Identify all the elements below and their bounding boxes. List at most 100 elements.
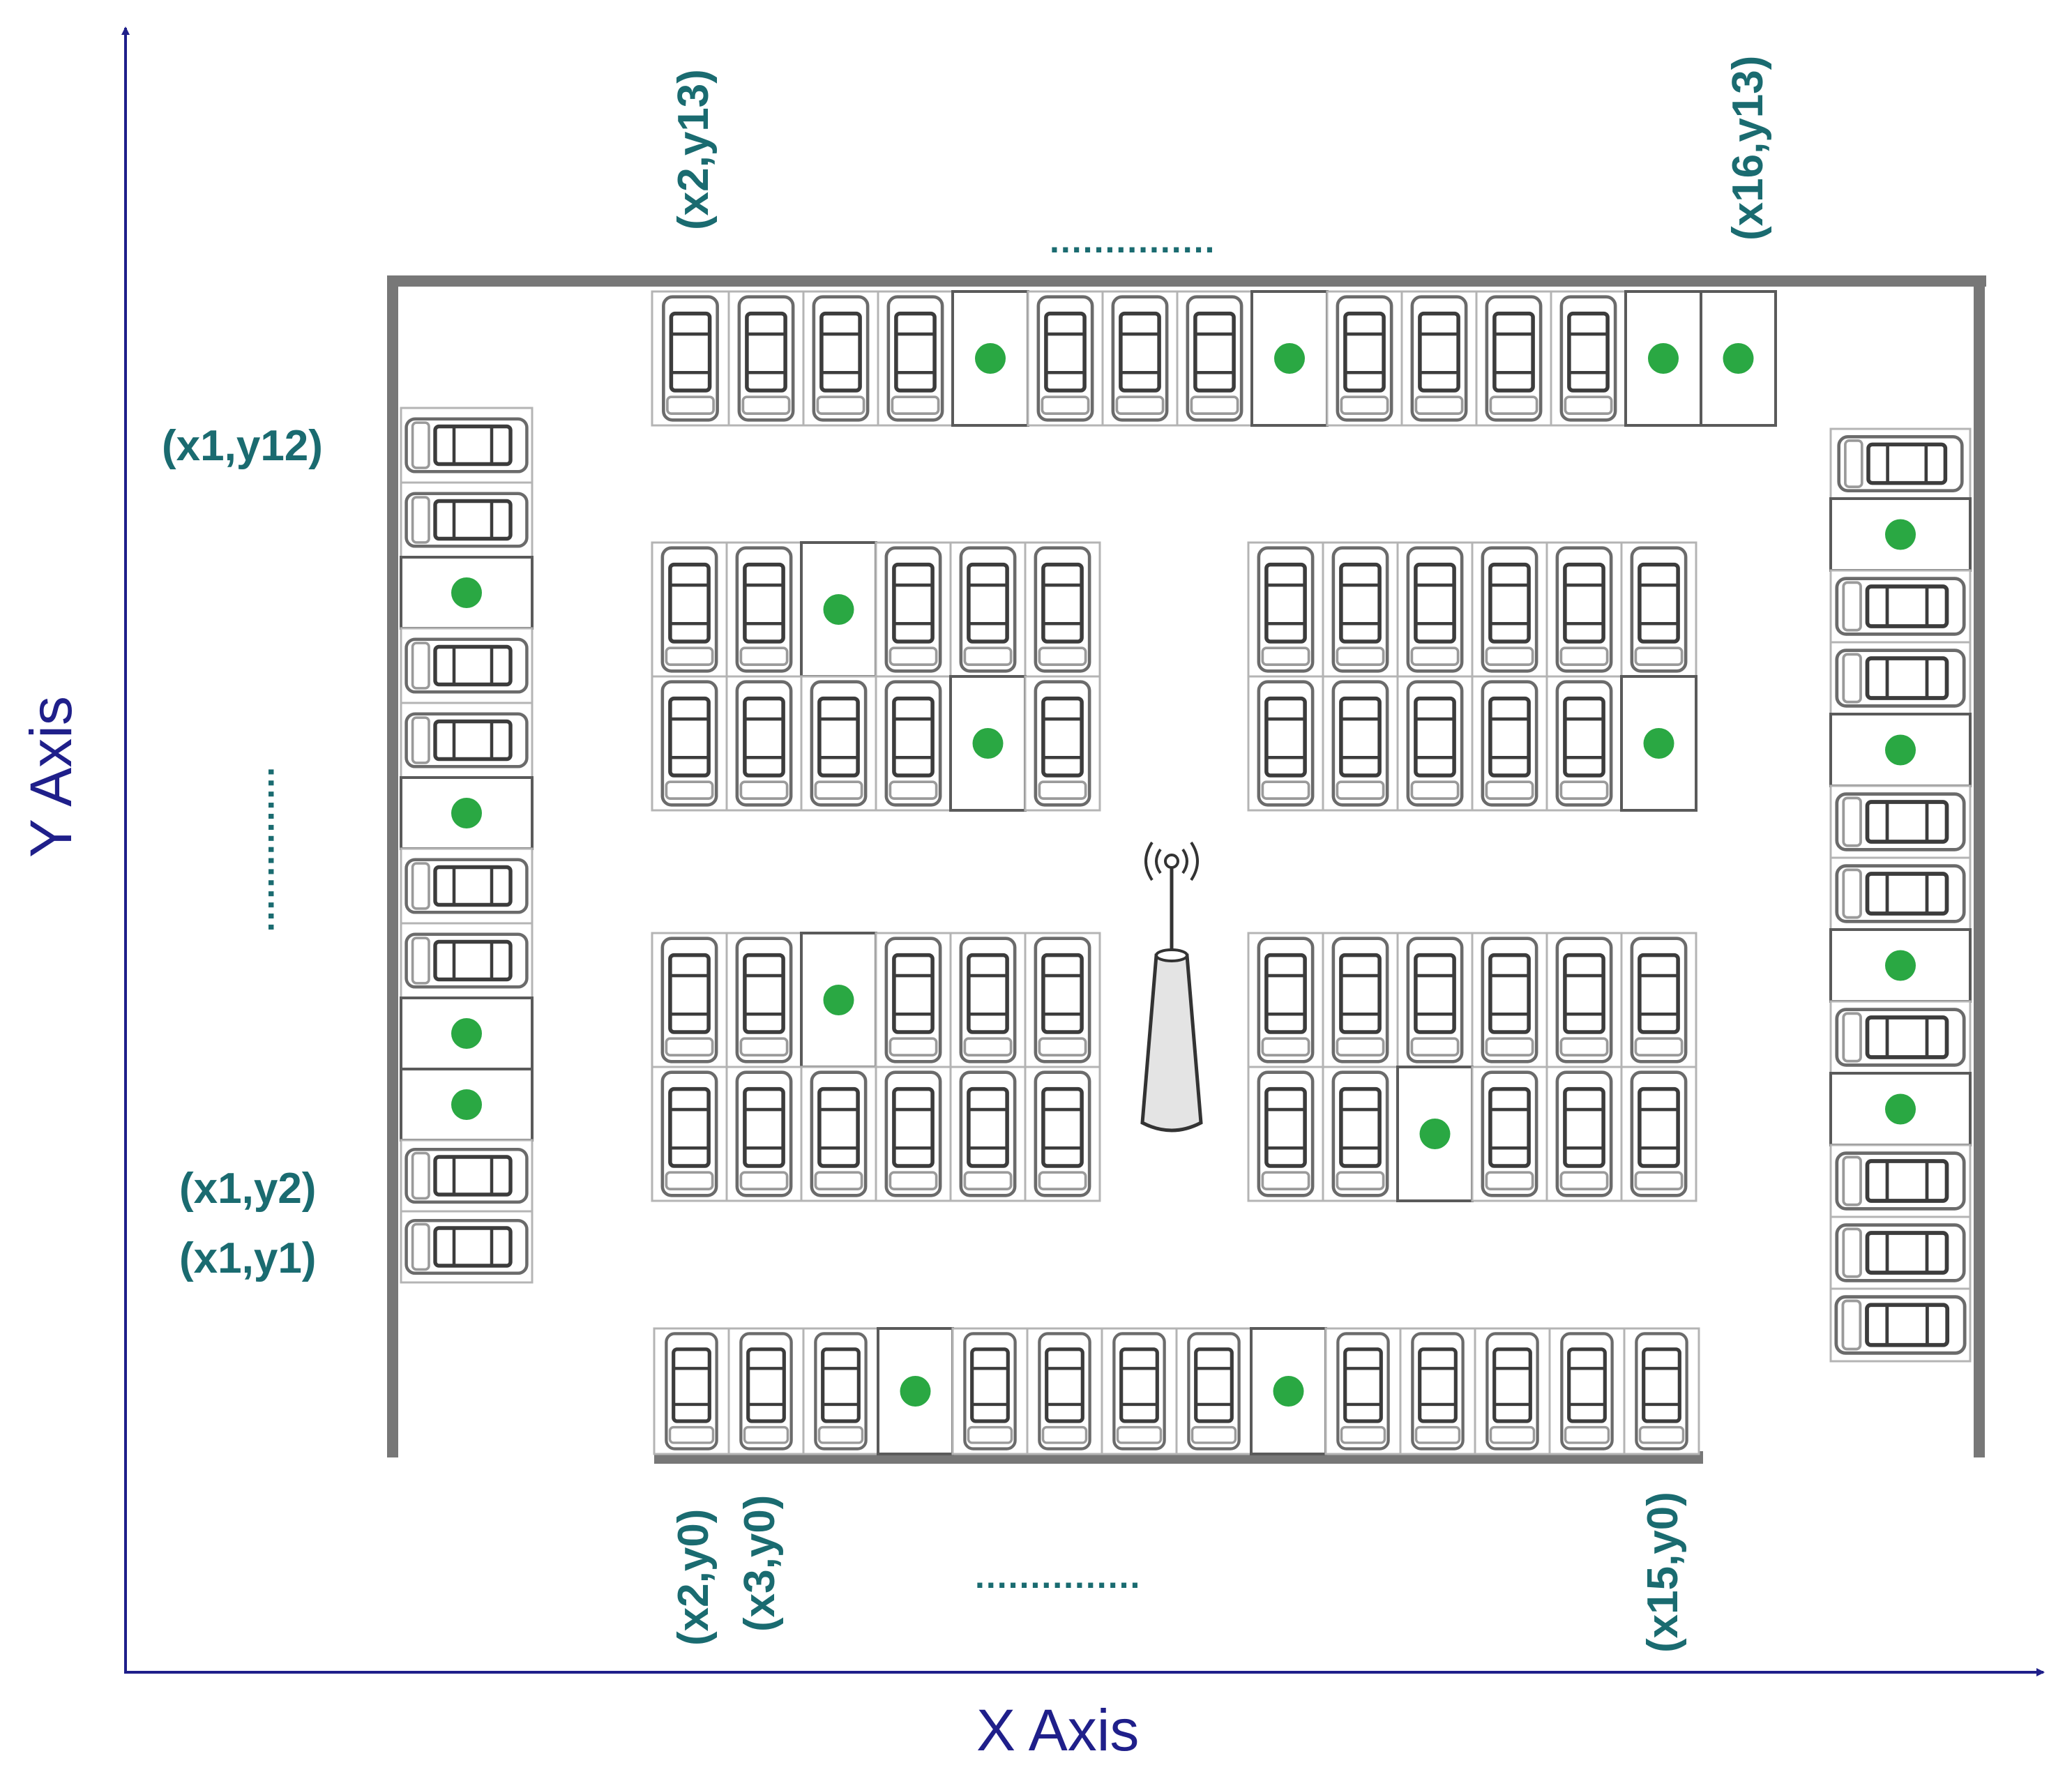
car-icon xyxy=(741,1333,791,1448)
label-x1-y12: (x1,y12) xyxy=(162,422,323,470)
ellipsis-top: ............... xyxy=(1050,221,1216,260)
car-icon xyxy=(1557,548,1611,672)
car-icon xyxy=(961,548,1015,672)
vacant-spot-dot xyxy=(451,577,482,608)
car-icon xyxy=(1188,297,1241,421)
ellipsis-bottom: ............... xyxy=(975,1556,1141,1596)
car-icon xyxy=(1114,1333,1164,1448)
bottom-left-parking-block xyxy=(651,932,1101,1202)
vacant-spot-dot xyxy=(1885,950,1916,981)
ellipsis-left: ............... xyxy=(261,767,300,933)
car-icon xyxy=(1837,579,1964,635)
car-icon xyxy=(737,548,791,672)
car-icon xyxy=(1036,939,1089,1062)
antenna-tower-icon xyxy=(1140,841,1203,1133)
car-icon xyxy=(1632,939,1686,1062)
bottom-right-parking-block xyxy=(1247,932,1697,1202)
car-icon xyxy=(1632,548,1686,672)
car-icon xyxy=(1483,682,1536,805)
car-icon xyxy=(663,682,716,805)
car-icon xyxy=(961,1073,1015,1196)
car-icon xyxy=(1039,1333,1089,1448)
car-icon xyxy=(1837,866,1964,922)
vacant-spot-dot xyxy=(451,1018,482,1049)
car-icon xyxy=(737,939,791,1062)
vacant-spot-dot xyxy=(1643,728,1674,759)
vacant-spot-dot xyxy=(972,728,1004,759)
vacant-spot-dot xyxy=(1648,343,1679,374)
car-icon xyxy=(961,939,1015,1062)
vacant-spot-dot xyxy=(1273,1376,1304,1407)
car-icon xyxy=(1557,682,1611,805)
right-parking-column xyxy=(1829,427,1972,1363)
car-icon xyxy=(1483,939,1536,1062)
car-icon xyxy=(407,639,527,692)
y-axis-label: Y Axis xyxy=(18,696,84,858)
car-icon xyxy=(1333,1073,1387,1196)
car-icon xyxy=(407,934,527,987)
vacant-spot-dot xyxy=(823,985,854,1015)
car-icon xyxy=(1038,297,1092,421)
car-icon xyxy=(407,714,527,767)
car-icon xyxy=(1259,682,1313,805)
car-icon xyxy=(1338,297,1391,421)
car-icon xyxy=(1333,548,1387,672)
car-icon xyxy=(1408,682,1462,805)
vacant-spot-dot xyxy=(1419,1119,1451,1149)
car-icon xyxy=(812,682,865,805)
vacant-spot-dot xyxy=(1885,734,1916,766)
car-icon xyxy=(1561,1333,1612,1448)
car-icon xyxy=(965,1333,1015,1448)
label-x2-y0: (x2,y0) xyxy=(670,1509,718,1646)
x-axis-label: X Axis xyxy=(976,1697,1139,1763)
car-icon xyxy=(1113,297,1167,421)
vacant-spot-dot xyxy=(1274,343,1305,374)
car-icon xyxy=(1259,939,1313,1062)
bottom-parking-row xyxy=(653,1327,1700,1455)
car-icon xyxy=(1561,297,1615,421)
vacant-spot-dot xyxy=(900,1376,931,1407)
car-icon xyxy=(1632,1073,1686,1196)
left-parking-column xyxy=(400,407,534,1284)
car-icon xyxy=(739,297,793,421)
vacant-spot-dot xyxy=(451,1089,482,1120)
car-icon xyxy=(1259,1073,1313,1196)
car-icon xyxy=(1483,548,1536,672)
label-x2-y13: (x2,y13) xyxy=(670,69,718,230)
car-icon xyxy=(663,297,717,421)
car-icon xyxy=(814,297,868,421)
car-icon xyxy=(1333,939,1387,1062)
car-icon xyxy=(1259,548,1313,672)
car-icon xyxy=(1487,1333,1537,1448)
car-icon xyxy=(1487,297,1541,421)
car-icon xyxy=(1412,297,1466,421)
top-parking-row xyxy=(651,290,1777,427)
car-icon xyxy=(1036,1073,1089,1196)
car-icon xyxy=(1036,548,1089,672)
car-icon xyxy=(1557,939,1611,1062)
vacant-spot-dot xyxy=(1885,1093,1916,1125)
car-icon xyxy=(1837,651,1964,706)
car-icon xyxy=(407,1149,527,1202)
car-icon xyxy=(1333,682,1387,805)
car-icon xyxy=(886,1073,940,1196)
car-icon xyxy=(663,939,716,1062)
car-icon xyxy=(663,548,716,672)
top-left-parking-block xyxy=(651,541,1101,812)
label-x16-y13: (x16,y13) xyxy=(1724,56,1772,241)
label-x3-y0: (x3,y0) xyxy=(736,1495,784,1632)
car-icon xyxy=(1839,437,1963,490)
label-x1-y2: (x1,y2) xyxy=(179,1165,316,1213)
vacant-spot-dot xyxy=(823,594,854,625)
car-icon xyxy=(663,1073,716,1196)
car-icon xyxy=(1837,794,1964,850)
car-icon xyxy=(1837,1010,1964,1066)
car-icon xyxy=(886,548,940,672)
car-icon xyxy=(1338,1333,1388,1448)
car-icon xyxy=(1408,548,1462,672)
parking-spot xyxy=(1620,675,1697,812)
vacant-spot-dot xyxy=(975,343,1006,374)
car-icon xyxy=(1483,1073,1536,1196)
car-icon xyxy=(666,1333,716,1448)
vacant-spot-dot xyxy=(1885,519,1916,550)
